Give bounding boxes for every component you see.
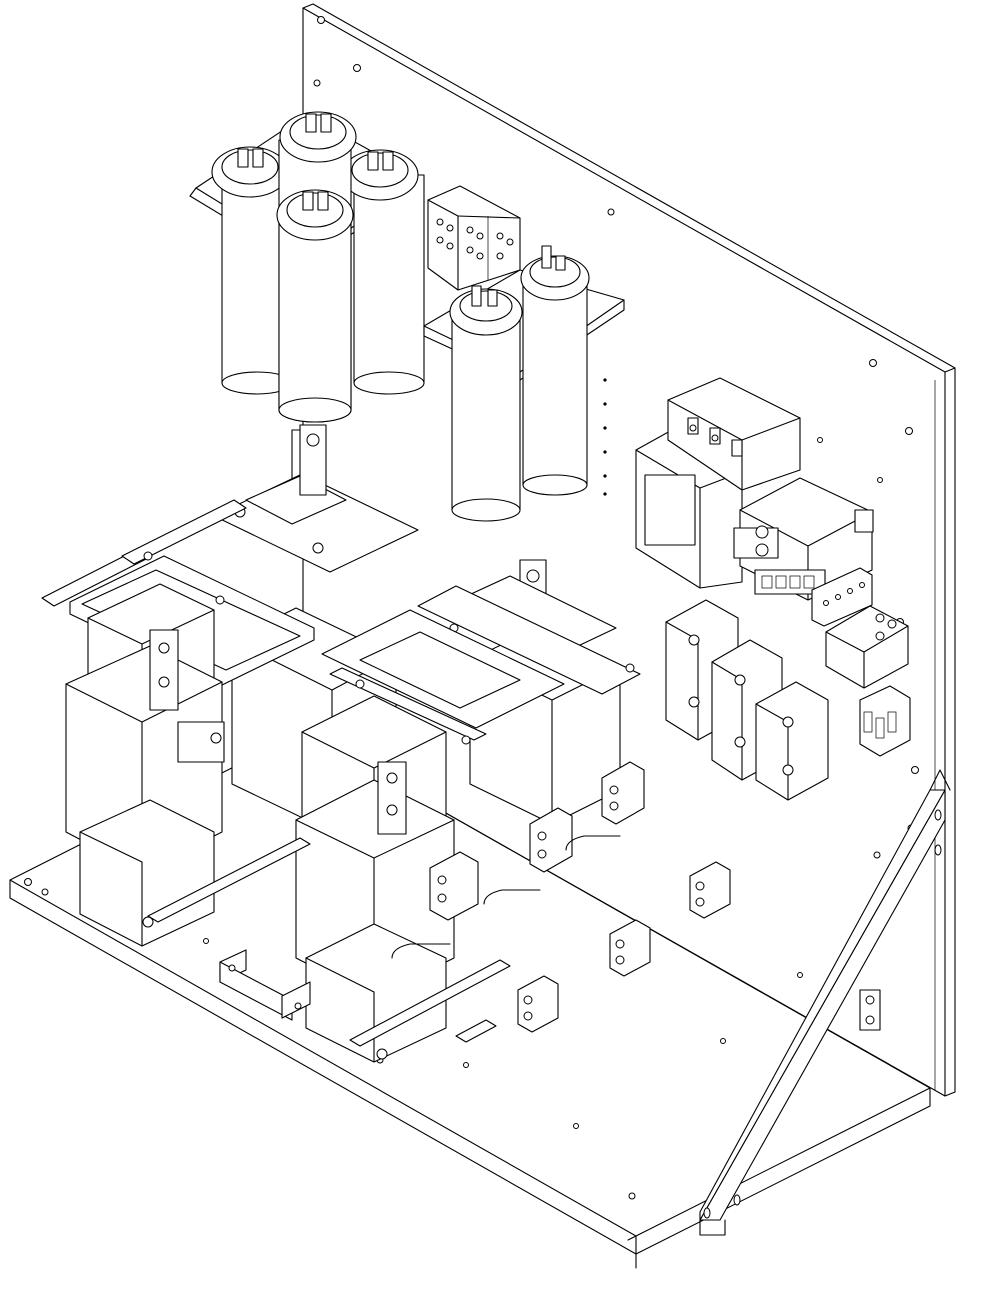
capacitor <box>520 245 590 496</box>
fuse-block <box>859 685 911 757</box>
terminal-block-small <box>811 567 873 627</box>
capacitor-bank-left <box>189 111 425 491</box>
side-bracket <box>699 769 951 1236</box>
capacitor <box>341 149 425 395</box>
capacitor <box>449 285 523 522</box>
capacitor <box>276 189 354 423</box>
bus-bar-lugs <box>391 761 731 1033</box>
contactor-aux <box>825 605 909 689</box>
capacitor-bank-right <box>423 245 625 621</box>
mounting-channels <box>147 837 511 1047</box>
control-transformer <box>733 477 874 601</box>
contactor-main <box>635 377 801 589</box>
power-terminal-blocks <box>665 599 829 801</box>
